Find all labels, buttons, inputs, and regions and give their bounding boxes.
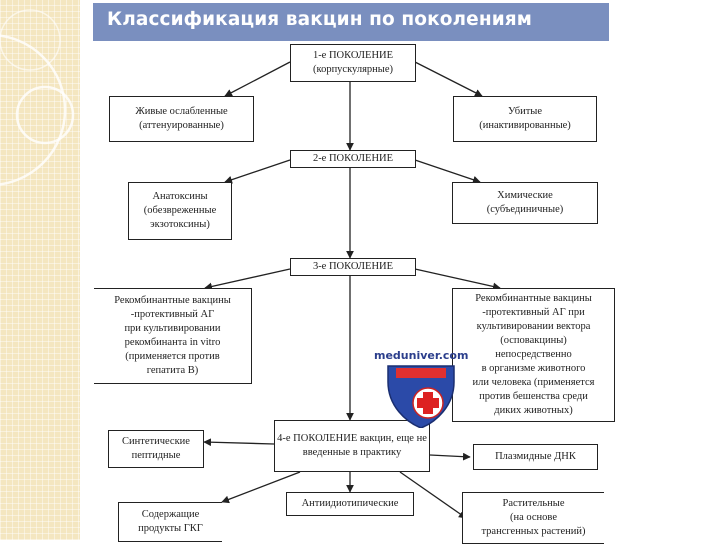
node-recombinant-in-vitro: Рекомбинантные вакцины -протективный АГ … [94, 288, 252, 384]
meduniver-logo-icon [387, 365, 455, 428]
node-gen4: 4-е ПОКОЛЕНИЕ вакцин, еще не введенные в… [274, 420, 430, 472]
decorative-side-panel [0, 0, 80, 540]
node-gen3: 3-е ПОКОЛЕНИЕ [290, 258, 416, 276]
node-killed-inactivated: Убитые (инактивированные) [453, 96, 597, 142]
node-recombinant-vector: Рекомбинантные вакцины -протективный АГ … [452, 288, 615, 422]
node-plant-based: Растительные (на основе трансгенных раст… [462, 492, 604, 544]
decorative-circles [0, 9, 75, 186]
node-plasmid-dna: Плазмидные ДНК [473, 444, 598, 470]
node-gen2: 2-е ПОКОЛЕНИЕ [290, 150, 416, 168]
node-antiidiotypic: Антиидиотипические [286, 492, 414, 516]
node-gen1: 1-е ПОКОЛЕНИЕ (корпускулярные) [290, 44, 416, 82]
node-synthetic-peptide: Синтетические пептидные [108, 430, 204, 468]
logo-text: meduniver.com [374, 349, 469, 362]
node-chemical: Химические (субъединичные) [452, 182, 598, 224]
node-live-attenuated: Живые ослабленные (аттенуированные) [109, 96, 254, 142]
title-bar: Классификация вакцин по поколениям [93, 3, 609, 41]
node-anatoxins: Анатоксины (обезвреженные экзотоксины) [128, 182, 232, 240]
page-title: Классификация вакцин по поколениям [107, 9, 532, 30]
node-mhc-products: Содержащие продукты ГКГ [118, 502, 222, 542]
